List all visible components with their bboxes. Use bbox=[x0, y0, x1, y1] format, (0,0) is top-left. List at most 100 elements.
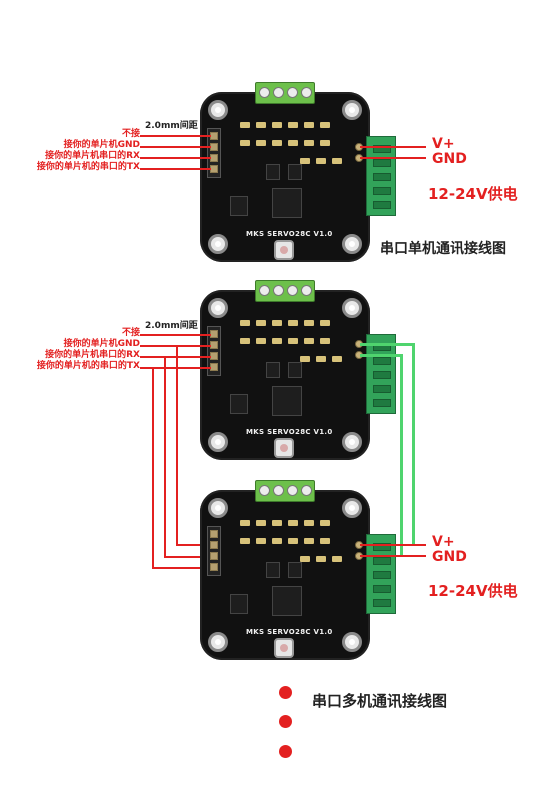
bus-tx-horizontal bbox=[152, 567, 211, 569]
caption-multi: 串口多机通讯接线图 bbox=[312, 692, 448, 710]
wire-tx-1 bbox=[140, 168, 211, 170]
wire-gnd-1 bbox=[140, 146, 211, 148]
mount-hole-icon bbox=[342, 432, 362, 452]
pad-row bbox=[240, 538, 330, 544]
mcu-chip bbox=[272, 386, 302, 416]
reset-button[interactable] bbox=[274, 240, 294, 260]
bullet-icon bbox=[279, 686, 292, 699]
pad-row bbox=[300, 356, 342, 362]
power-terminal bbox=[366, 136, 396, 216]
wire-gnd-power-1 bbox=[360, 157, 426, 159]
signal-label-gnd: 接你的单片机GND bbox=[63, 339, 140, 349]
motor-terminal bbox=[255, 280, 315, 302]
pad-row bbox=[240, 140, 330, 146]
wire-tx-2 bbox=[140, 367, 211, 369]
bullet-icon bbox=[279, 715, 292, 728]
driver-chip bbox=[266, 562, 280, 578]
screw-icon bbox=[259, 485, 270, 496]
power-terminal bbox=[366, 334, 396, 414]
pad-row bbox=[240, 122, 330, 128]
vplus-label: V+ bbox=[432, 136, 455, 152]
mount-hole-icon bbox=[342, 498, 362, 518]
regulator-chip bbox=[230, 594, 248, 614]
mount-hole-icon bbox=[208, 632, 228, 652]
bus-gnd-horizontal bbox=[176, 544, 211, 546]
board-label: MKS SERVO28C V1.0 bbox=[246, 428, 333, 436]
regulator-chip bbox=[230, 196, 248, 216]
signal-labels-2: 不接 接你的单片机GND 接你的单片机串口的RX 接你的单片机的串口的TX bbox=[0, 327, 140, 375]
screw-icon bbox=[287, 87, 298, 98]
bus-rx-vertical bbox=[164, 356, 166, 557]
wire-vplus-3 bbox=[360, 544, 426, 546]
pitch-label: 2.0mm间距 bbox=[145, 121, 198, 131]
mount-hole-icon bbox=[208, 234, 228, 254]
pitch-label: 2.0mm间距 bbox=[145, 321, 198, 331]
mount-hole-icon bbox=[208, 100, 228, 120]
screw-icon bbox=[273, 285, 284, 296]
screw-icon bbox=[259, 87, 270, 98]
supply-label: 12-24V供电 bbox=[428, 582, 518, 600]
regulator-chip bbox=[230, 394, 248, 414]
signal-label-nc: 不接 bbox=[121, 328, 140, 338]
mount-hole-icon bbox=[342, 632, 362, 652]
board-label: MKS SERVO28C V1.0 bbox=[246, 628, 333, 636]
signal-label-tx: 接你的单片机的串口的TX bbox=[36, 162, 140, 172]
mount-hole-icon bbox=[208, 498, 228, 518]
signal-label-rx: 接你的单片机串口的RX bbox=[45, 151, 140, 161]
reset-button[interactable] bbox=[274, 438, 294, 458]
mount-hole-icon bbox=[342, 298, 362, 318]
bullet-icon bbox=[279, 745, 292, 758]
wire-nc-2 bbox=[140, 334, 211, 336]
signal-label-gnd: 接你的单片机GND bbox=[63, 140, 140, 150]
driver-chip bbox=[288, 164, 302, 180]
uart-header bbox=[207, 326, 221, 376]
driver-chip bbox=[288, 362, 302, 378]
screw-icon bbox=[301, 87, 312, 98]
signal-label-rx: 接你的单片机串口的RX bbox=[45, 350, 140, 360]
wire-gnd-power-3 bbox=[360, 555, 426, 557]
signal-label-nc: 不接 bbox=[121, 129, 140, 139]
caption-single: 串口单机通讯接线图 bbox=[380, 241, 506, 257]
board-label: MKS SERVO28C V1.0 bbox=[246, 230, 333, 238]
supply-label: 12-24V供电 bbox=[428, 185, 518, 203]
driver-chip bbox=[266, 362, 280, 378]
pad-row bbox=[240, 338, 330, 344]
link-gnd-vertical bbox=[400, 354, 403, 556]
motor-terminal bbox=[255, 82, 315, 104]
vplus-label: V+ bbox=[432, 534, 455, 550]
bus-tx-vertical bbox=[152, 367, 154, 568]
wire-rx-2 bbox=[140, 356, 211, 358]
mount-hole-icon bbox=[342, 100, 362, 120]
signal-labels-1: 不接 接你的单片机GND 接你的单片机串口的RX 接你的单片机的串口的TX bbox=[0, 128, 140, 176]
mcu-chip bbox=[272, 586, 302, 616]
mount-hole-icon bbox=[342, 234, 362, 254]
screw-icon bbox=[301, 285, 312, 296]
screw-icon bbox=[287, 285, 298, 296]
link-gnd-horizontal-top bbox=[360, 354, 403, 357]
motor-terminal bbox=[255, 480, 315, 502]
mount-hole-icon bbox=[208, 298, 228, 318]
driver-chip bbox=[266, 164, 280, 180]
pad-row bbox=[240, 320, 330, 326]
link-vplus-vertical bbox=[412, 343, 415, 545]
wire-rx-1 bbox=[140, 157, 211, 159]
signal-label-tx: 接你的单片机的串口的TX bbox=[36, 361, 140, 371]
mount-hole-icon bbox=[208, 432, 228, 452]
wire-gnd-2 bbox=[140, 345, 211, 347]
pad-row bbox=[300, 556, 342, 562]
reset-button[interactable] bbox=[274, 638, 294, 658]
screw-icon bbox=[301, 485, 312, 496]
link-vplus-horizontal-top bbox=[360, 343, 415, 346]
screw-icon bbox=[273, 87, 284, 98]
bus-rx-horizontal bbox=[164, 556, 211, 558]
gnd-label: GND bbox=[432, 151, 467, 167]
wire-vplus-1 bbox=[360, 146, 426, 148]
bus-gnd-vertical bbox=[176, 345, 178, 545]
screw-icon bbox=[259, 285, 270, 296]
gnd-label: GND bbox=[432, 549, 467, 565]
power-terminal bbox=[366, 534, 396, 614]
servo-board-3: MKS SERVO28C V1.0 bbox=[200, 490, 370, 660]
wire-nc-1 bbox=[140, 135, 211, 137]
servo-board-2: MKS SERVO28C V1.0 bbox=[200, 290, 370, 460]
screw-icon bbox=[287, 485, 298, 496]
